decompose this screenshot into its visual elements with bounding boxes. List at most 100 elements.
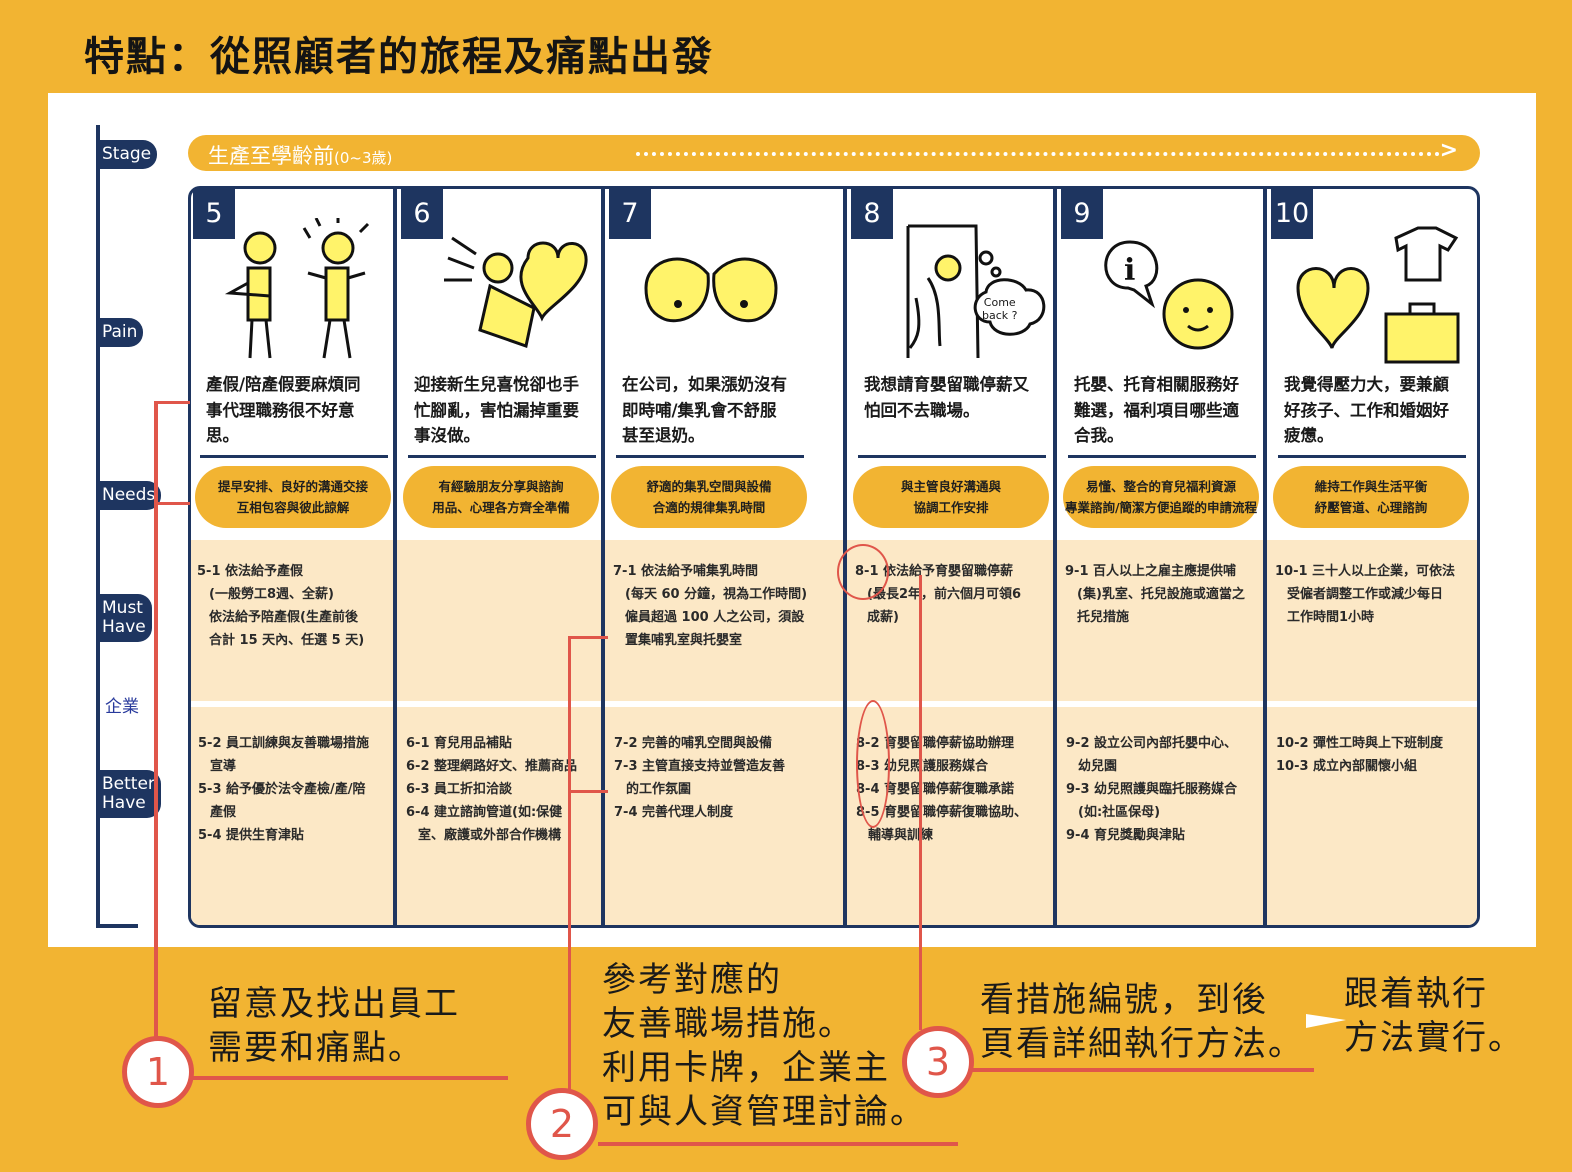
needs-line: 維持工作與生活平衡 <box>1314 479 1428 494</box>
must-have-line: (最長2年，前六個月可領6 <box>867 587 1022 602</box>
pain-line: 好孩子、工作和婚姻好 <box>1284 400 1449 420</box>
needs-pill: 有經驗朋友分享與諮詢用品、心理各方齊全準備 <box>403 466 599 528</box>
note-1: 留意及找出員工 需要和痛點。 <box>208 982 460 1070</box>
better-have-line: 室、廠護或外部合作機構 <box>418 828 562 843</box>
column-number: 7 <box>609 189 651 239</box>
column-number: 10 <box>1271 189 1313 239</box>
better-have-line: 5-3 給予優於法令產檢/產/陪 <box>198 782 366 797</box>
must-have-line: (每天 60 分鐘，視為工作時間) <box>625 587 808 602</box>
pain-line: 在公司，如果漲奶沒有 <box>622 375 787 394</box>
note-2-line-2: 友善職場措施。 <box>602 1004 854 1044</box>
note-3-line-1: 看措施編號，到後 <box>980 980 1268 1020</box>
left-axis-line <box>96 125 100 928</box>
note-2: 參考對應的 友善職場措施。 利用卡牌，企業主 可與人資管理討論。 <box>602 958 926 1134</box>
needs-pill: 與主管良好溝通與協調工作安排 <box>853 466 1049 528</box>
column-number: 9 <box>1061 189 1103 239</box>
better-have-line: 8-4 育嬰留職停薪復職承諾 <box>856 782 1015 797</box>
must-have-cell: 10-1 三十人以上企業，可依法受僱者調整工作或減少每日工作時間1小時 <box>1275 560 1475 629</box>
needs-line: 專業諮詢/簡潔方便追蹤的申請流程 <box>1064 500 1258 515</box>
must-have-line: 受僱者調整工作或減少每日 <box>1287 587 1444 602</box>
left-axis-foot <box>96 924 138 928</box>
label-pain: Pain <box>96 318 144 347</box>
arrow-right-icon <box>1306 1008 1346 1032</box>
annotation-line-2-mid <box>568 790 608 793</box>
annotation-line-2-top <box>568 636 608 639</box>
column-divider <box>1263 186 1267 928</box>
note-2-line-3: 利用卡牌，企業主 <box>602 1048 890 1088</box>
must-have-line: 8-1 依法給予育嬰留職停薪 <box>855 564 1014 579</box>
must-have-line: 9-1 百人以上之雇主應提供哺 <box>1065 564 1237 579</box>
pain-line: 產假/陪產假要麻煩同 <box>206 375 361 394</box>
better-have-line: 9-3 幼兒照護與臨托服務媒合 <box>1066 782 1238 797</box>
stage-title: 生產至學齡前 <box>208 144 334 168</box>
pain-line: 事代理職務很不好意 <box>206 400 355 420</box>
must-have-cell: 8-1 依法給予育嬰留職停薪 (最長2年，前六個月可領6 成薪) <box>855 560 1055 629</box>
note-1-line-1: 留意及找出員工 <box>208 984 460 1024</box>
svg-text:i: i <box>1124 253 1135 288</box>
pain-line: 思。 <box>206 426 239 445</box>
better-have-line: 8-5 育嬰留職停薪復職協助、 <box>856 805 1028 820</box>
must-have-line: 合計 15 天內、任選 5 天) <box>209 633 365 648</box>
pain-line: 甚至退奶。 <box>622 426 705 445</box>
better-have-line: 6-1 育兒用品補貼 <box>406 736 513 751</box>
column-divider <box>393 186 397 928</box>
needs-pill: 易懂、整合的育兒福利資源專業諮詢/簡潔方便追蹤的申請流程 <box>1063 466 1259 528</box>
must-have-line: 工作時間1小時 <box>1287 610 1375 625</box>
better-have-line: 5-4 提供生育津貼 <box>198 828 305 843</box>
annotation-line-1-top <box>154 401 190 404</box>
highlight-oval-8-1 <box>837 544 889 600</box>
pain-text: 迎接新生兒喜悅卻也手忙腳亂，害怕漏掉重要事沒做。 <box>414 372 604 449</box>
pain-line: 事沒做。 <box>414 426 480 445</box>
pain-line: 難選，福利項目哪些適 <box>1074 400 1239 420</box>
hug-heart-icon <box>408 218 598 368</box>
must-have-line: 成薪) <box>867 610 899 625</box>
pain-line: 怕回不去職場。 <box>864 400 980 420</box>
annotation-line-1 <box>154 401 158 1041</box>
annotation-line-2 <box>568 636 571 1094</box>
better-have-line: (如:社區保母) <box>1078 805 1161 820</box>
must-have-line: 托兒措施 <box>1077 610 1130 625</box>
note-3: 看措施編號，到後 頁看詳細執行方法。 <box>980 978 1304 1066</box>
pain-line: 托嬰、托育相關服務好 <box>1074 375 1239 394</box>
needs-line: 與主管良好溝通與 <box>900 479 1001 494</box>
column-divider <box>601 186 605 928</box>
note-1-line-2: 需要和痛點。 <box>208 1028 424 1068</box>
label-stage: Stage <box>96 140 158 169</box>
needs-line: 互相包容與彼此諒解 <box>236 500 350 515</box>
label-better-line-1: Better <box>102 774 155 794</box>
must-have-cell: 7-1 依法給予哺集乳時間(每天 60 分鐘，視為工作時間)僱員超過 100 人… <box>613 560 813 652</box>
pain-line: 忙腳亂，害怕漏掉重要 <box>414 400 579 420</box>
pain-underline <box>1278 455 1466 458</box>
better-have-line: 6-4 建立諮詢管道(如:保健 <box>406 805 563 820</box>
pain-underline <box>408 455 596 458</box>
better-have-line: 7-4 完善代理人制度 <box>614 805 734 820</box>
must-have-line: 置集哺乳室與托嬰室 <box>625 633 743 648</box>
better-have-line: 6-2 整理網路好文、推薦商品 <box>406 759 578 774</box>
must-have-cell: 9-1 百人以上之雇主應提供哺(集)乳室、托兒設施或適當之托兒措施 <box>1065 560 1265 629</box>
must-have-band <box>191 540 1477 701</box>
better-have-line: 輔導與訓練 <box>868 828 934 843</box>
must-have-line: 僱員超過 100 人之公司，須設 <box>625 610 805 625</box>
heart-briefcase-icon <box>1278 218 1468 368</box>
must-have-cell: 5-1 依法給予產假(一般勞工8週、全薪)依法給予陪產假(生產前後合計 15 天… <box>197 560 397 652</box>
pain-text: 我想請育嬰留職停薪又怕回不去職場。 <box>864 372 1054 423</box>
pain-line: 即時哺/集乳會不舒服 <box>622 400 777 420</box>
highlight-oval-8-better <box>856 700 890 828</box>
must-have-line: 5-1 依法給予產假 <box>197 564 304 579</box>
needs-line: 提早安排、良好的溝通交接 <box>217 479 368 494</box>
must-have-line: (一般勞工8週、全薪) <box>209 587 334 602</box>
step-2-badge: 2 <box>526 1088 598 1160</box>
label-must-line-2: Have <box>102 617 146 637</box>
column-divider <box>1053 186 1057 928</box>
must-have-line: 10-1 三十人以上企業，可依法 <box>1275 564 1456 579</box>
better-have-line: 的工作氛圍 <box>626 782 692 797</box>
pain-line: 迎接新生兒喜悅卻也手 <box>414 375 579 394</box>
label-corp: 企業 <box>105 697 139 717</box>
stage-name: 生產至學齡前(0~3歲) <box>208 140 392 170</box>
column-number: 5 <box>193 189 235 239</box>
needs-line: 紓壓管道、心理諮詢 <box>1314 500 1428 515</box>
